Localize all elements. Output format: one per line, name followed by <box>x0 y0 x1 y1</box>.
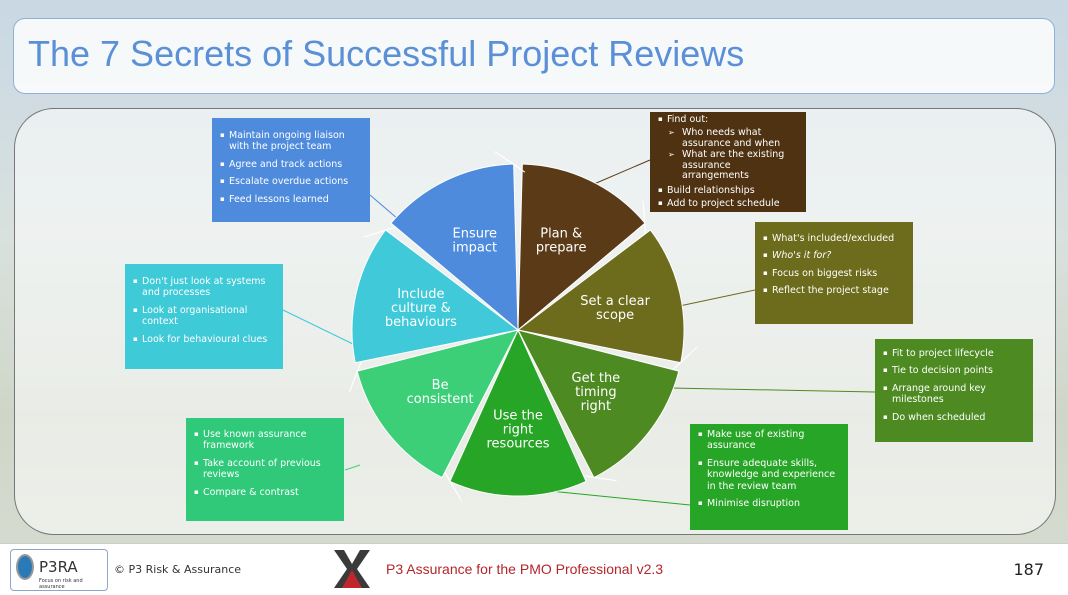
timing-item: Arrange around key milestones <box>883 383 1025 406</box>
connector-scope <box>669 289 756 309</box>
culture-item: Don't just look at systems and processes <box>133 276 275 299</box>
impact-item: Agree and track actions <box>220 159 362 170</box>
page-number: 187 <box>1013 560 1044 579</box>
plan-item: Build relationships <box>658 185 798 196</box>
timing-item: Tie to decision points <box>883 365 1025 376</box>
scope-item: What's included/excluded <box>763 233 905 244</box>
scope-item: Who's it for? <box>763 250 905 261</box>
p3-x-logo <box>334 550 370 588</box>
wheel-segment <box>442 328 587 502</box>
culture-item: Look at organisational context <box>133 305 275 328</box>
consistent-item: Use known assurance framework <box>194 429 336 452</box>
timing-item: Do when scheduled <box>883 412 1025 423</box>
impact-item: Maintain ongoing liaison with the projec… <box>220 130 362 153</box>
resources-item: Make use of existing assurance <box>698 429 840 452</box>
wheel-segment <box>348 329 519 479</box>
mirror-icon <box>16 554 34 580</box>
wheel-segment <box>516 229 698 373</box>
connector-timing <box>669 387 876 393</box>
consistent-box: Use known assurance framework Take accou… <box>186 418 344 521</box>
culture-box: Don't just look at systems and processes… <box>125 264 283 369</box>
wheel-segment <box>517 163 647 332</box>
impact-item: Escalate overdue actions <box>220 176 362 187</box>
logo-tagline: Focus on risk and assurance <box>39 578 83 590</box>
scope-item: Reflect the project stage <box>763 285 905 296</box>
impact-item: Feed lessons learned <box>220 194 362 205</box>
segment-label: Plan &prepare <box>536 226 587 255</box>
wheel-segment <box>351 225 520 364</box>
consistent-item: Compare & contrast <box>194 487 336 498</box>
footer: P3RA Focus on risk and assurance © P3 Ri… <box>0 543 1068 595</box>
slide-title: The 7 Secrets of Successful Project Revi… <box>28 33 745 74</box>
p3ra-logo: P3RA Focus on risk and assurance <box>10 549 108 591</box>
consistent-item: Take account of previous reviews <box>194 458 336 481</box>
copyright: © P3 Risk & Assurance <box>114 563 242 576</box>
course-title: P3 Assurance for the PMO Professional v2… <box>386 561 664 577</box>
connector-resources <box>539 489 691 506</box>
wheel-segment <box>517 329 680 482</box>
plan-sub: What are the existing assurance arrangem… <box>658 150 798 181</box>
title-bar: The 7 Secrets of Successful Project Revi… <box>13 18 1055 94</box>
wheel-segment <box>390 151 526 332</box>
resources-item: Minimise disruption <box>698 498 840 509</box>
culture-item: Look for behavioural clues <box>133 334 275 345</box>
timing-box: Fit to project lifecycle Tie to decision… <box>875 339 1033 442</box>
logo-text: P3RA <box>39 558 78 576</box>
connector-consistent <box>344 464 361 471</box>
scope-box: What's included/excluded Who's it for? F… <box>755 222 913 324</box>
resources-item: Ensure adequate skills, knowledge and ex… <box>698 458 840 492</box>
plan-sub: Who needs what assurance and when <box>658 128 798 149</box>
resources-box: Make use of existing assurance Ensure ad… <box>690 424 848 530</box>
plan-box: Find out: Who needs what assurance and w… <box>650 112 806 212</box>
connector-culture <box>282 309 356 346</box>
plan-intro: Find out: <box>658 114 798 125</box>
connector-lines <box>282 159 876 506</box>
timing-item: Fit to project lifecycle <box>883 348 1025 359</box>
impact-box: Maintain ongoing liaison with the projec… <box>212 118 370 222</box>
plan-item: Add to project schedule <box>658 198 798 209</box>
scope-item: Focus on biggest risks <box>763 268 905 279</box>
